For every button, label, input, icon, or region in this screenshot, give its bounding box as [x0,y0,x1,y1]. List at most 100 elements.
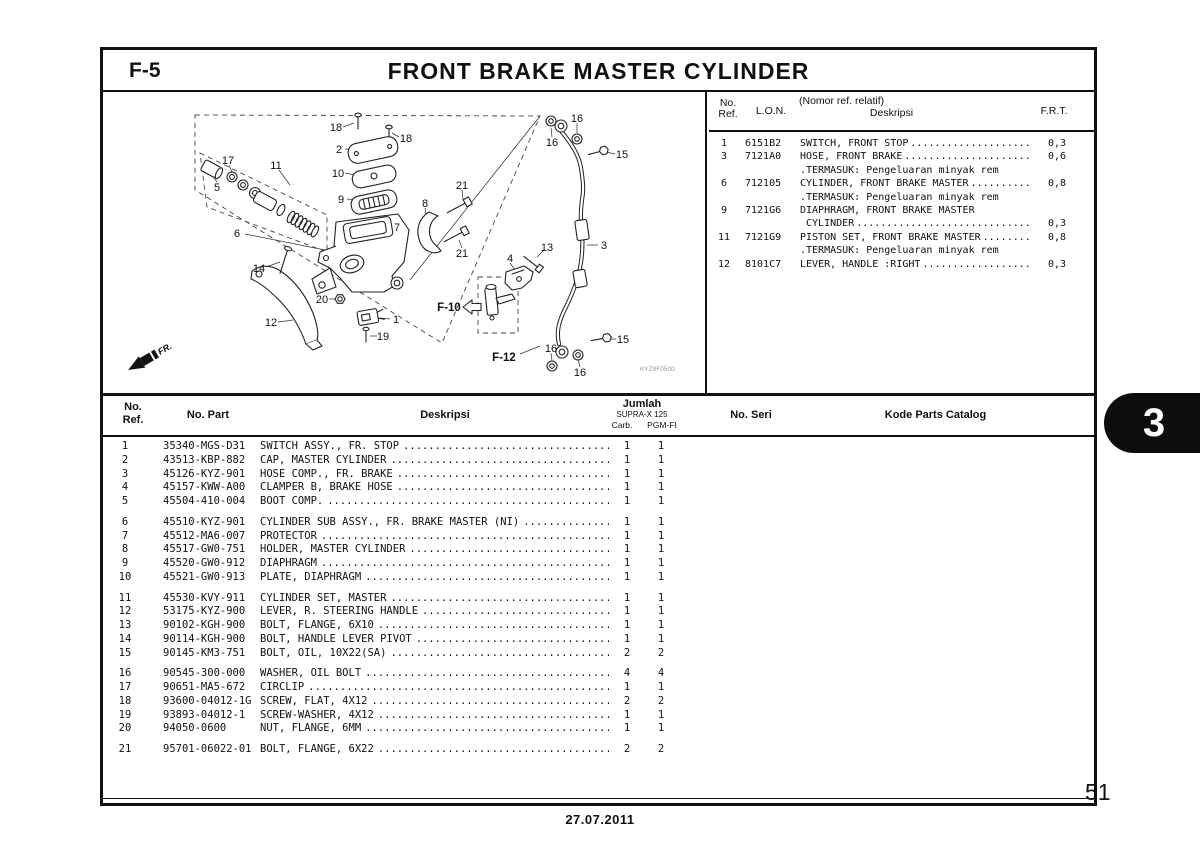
frt-value [1032,244,1066,257]
part-number: 45521-GW0-913 [163,570,246,583]
diagram-callout: 3 [601,240,607,252]
diagram-callout: 1 [393,314,399,326]
parts-col-catalog: Kode Parts Catalog [884,409,987,421]
ref-col-lon: L.O.N. [755,105,787,117]
dot-leader: ........................................… [396,467,609,480]
ref-col-frt: F.R.T. [1040,105,1068,117]
dot-leader: ........................................… [320,557,609,569]
screw-18b [385,124,393,142]
dot-leader: ........................................… [970,178,1032,190]
diagram-callout: 21 [456,180,468,192]
part-number: 90145-KM3-751 [163,646,246,659]
qty-pgmfi: 1 [657,495,665,507]
diagram-callout: 19 [377,331,389,343]
lon-code: 7121G6 [745,204,782,216]
dot-leader: ........................................… [922,258,1032,270]
diagram-callout: F-10 [437,302,461,314]
description: LEVER, HANDLE :RIGHT [800,258,921,270]
part-number: 45510-KYZ-901 [163,515,246,528]
qty-carb: 1 [623,632,631,645]
oil-bolt-washers [545,115,584,372]
ref-no: 12 [118,605,132,618]
qty-pgmfi: 1 [657,515,665,528]
ref-no: 9 [121,557,129,569]
diagram-callout: 13 [541,242,553,254]
qty-carb: 1 [623,440,631,452]
parts-col-desc: Deskripsi [420,409,470,421]
diagram-callout: 17 [222,155,234,167]
diagram-callout: 16 [574,367,586,379]
parts-col-qty-carb: Carb. [611,420,633,430]
ref-no: 14 [118,632,132,645]
ref-no: 21 [118,743,132,755]
ref-no [709,164,739,177]
diagram-callout: 15 [617,334,629,346]
lon-code: 6151B2 [745,138,782,149]
description: SWITCH, FRONT STOP [800,138,909,149]
ref-no: 9 [720,204,728,216]
ref-no: 1 [121,440,129,452]
diagram-callout: 15 [616,149,628,161]
dot-leader: ........................................… [327,495,609,507]
qty-carb: 1 [623,515,631,528]
lon-code: 7121G9 [745,231,782,243]
frt-value: 0,6 [1047,151,1066,163]
dot-leader: ........................................… [365,570,609,583]
lon-code [739,164,796,177]
ref-no: 12 [717,258,731,270]
description: SCREW, FLAT, 4X12 [260,694,368,707]
parts-col-serial: No. Seri [730,409,772,421]
dot-leader [977,204,1032,217]
dot-leader: ........................................… [390,453,609,466]
qty-carb: 1 [623,529,631,542]
diagram-callout: 7 [394,222,400,234]
description: HOLDER, MASTER CYLINDER [260,543,406,556]
qty-carb: 1 [623,619,631,631]
description: HOSE, FRONT BRAKE [800,151,903,163]
piston-set-boundary [199,152,328,253]
ref-no [709,191,739,204]
qty-pgmfi: 1 [657,681,665,693]
ref-no: 3 [121,467,129,480]
bolt-21a [446,196,473,214]
dot-leader: ........................................… [523,515,609,528]
qty-carb: 1 [623,481,631,494]
qty-pgmfi: 1 [657,440,665,452]
bolt-14 [279,245,293,274]
dot-leader: ........................................… [390,646,609,659]
ref-col-note: (Nomor ref. relatif) [799,95,885,107]
oil-bolt-15a [587,145,609,156]
description: CIRCLIP [260,681,305,693]
ref-no: 17 [118,681,132,693]
qty-pgmfi: 1 [657,570,665,583]
parts-col-qty-model: SUPRA-X 125 [616,410,668,419]
parts-col-qty: Jumlah [622,398,662,410]
part-number: 35340-MGS-D31 [163,440,246,452]
qty-pgmfi: 1 [657,605,665,618]
bottom-inner-rule [103,797,1094,799]
dot-leader: ........................................… [422,605,609,618]
lon-code [739,244,796,257]
ref-no: 4 [121,481,129,494]
ref-no: 13 [118,619,132,631]
holder-8 [417,211,442,254]
diagram-callout: 16 [545,343,557,355]
qty-carb: 1 [623,681,631,693]
description: CAP, MASTER CYLINDER [260,453,387,466]
diagram-callout: 16 [546,137,558,149]
description: BOLT, HANDLE LEVER PIVOT [260,632,412,645]
